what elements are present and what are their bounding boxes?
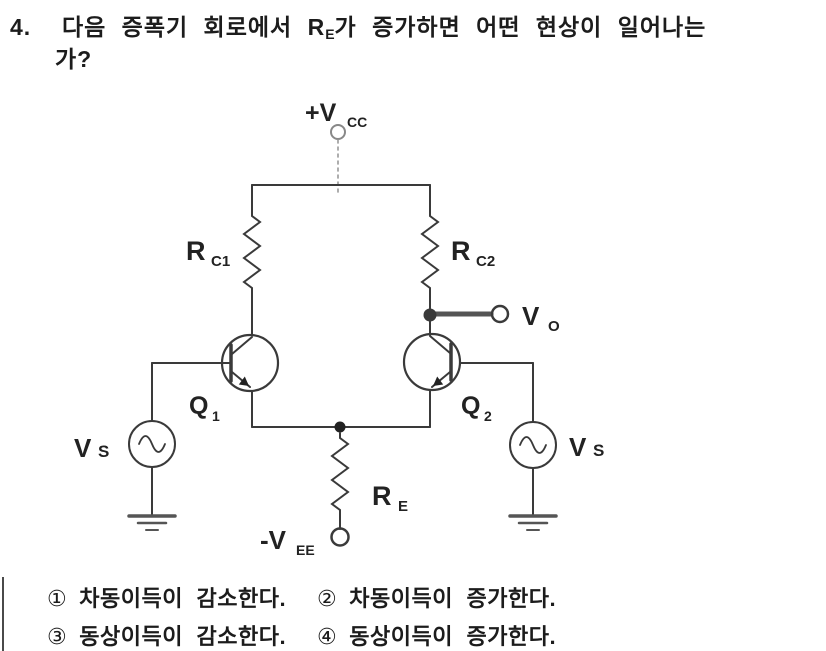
vs-right-sine-icon bbox=[519, 436, 547, 454]
question-re-subscript: E bbox=[325, 26, 335, 42]
label-vo-sub: O bbox=[548, 318, 560, 335]
resistor-re bbox=[330, 432, 350, 523]
option-4-number: ④ bbox=[317, 624, 338, 649]
vcc-terminal bbox=[330, 124, 346, 140]
question-text-pre: 다음 증폭기 회로에서 R bbox=[61, 14, 326, 40]
q2-collector-stroke bbox=[429, 335, 451, 354]
label-q1-sub: 1 bbox=[212, 408, 220, 424]
label-q1: Q bbox=[189, 392, 208, 420]
resistor-rc2 bbox=[420, 210, 440, 292]
label-vee: -V bbox=[260, 525, 287, 555]
label-vs-right-sub: S bbox=[593, 441, 604, 460]
label-re: R bbox=[372, 481, 392, 511]
question-text-post: 가 증가하면 어떤 현상이 일어나는 bbox=[334, 14, 707, 40]
label-vs-left-sub: S bbox=[98, 442, 109, 461]
vo-junction-dot bbox=[423, 308, 437, 322]
q1-collector-stroke bbox=[231, 336, 253, 355]
label-q2-sub: 2 bbox=[484, 408, 492, 424]
option-1-number: ① bbox=[47, 586, 68, 611]
option-1-text: 차동이득이 감소한다. bbox=[79, 586, 287, 611]
option-2-text: 차동이득이 증가한다. bbox=[349, 586, 557, 611]
ground-left-icon bbox=[127, 514, 177, 531]
emitter-junction-dot bbox=[334, 421, 346, 433]
vs-left-sine-icon bbox=[138, 435, 166, 453]
ground-right-icon bbox=[508, 514, 558, 531]
question-line-1: 4. 다음 증폭기 회로에서 RE가 증가하면 어떤 현상이 일어나는 bbox=[10, 8, 706, 42]
label-vo: V bbox=[522, 301, 540, 331]
label-vcc: +V bbox=[305, 99, 337, 127]
vee-terminal bbox=[330, 527, 350, 547]
question-number: 4. bbox=[10, 14, 32, 40]
resistor-rc1 bbox=[242, 210, 262, 292]
option-3: ③ 동상이득이 감소한다. bbox=[47, 619, 286, 651]
differential-amplifier-schematic: +V CC R C1 R C2 V O Q 1 Q 2 V S V S R E … bbox=[74, 99, 604, 558]
question-line-2: 가? bbox=[55, 40, 92, 74]
option-4: ④ 동상이득이 증가한다. bbox=[317, 619, 556, 651]
page-left-rule bbox=[2, 577, 4, 651]
option-3-number: ③ bbox=[47, 624, 68, 649]
label-rc1-sub: C1 bbox=[211, 253, 230, 270]
q2-emitter-arrow bbox=[433, 376, 444, 386]
question-line-2-text: 가? bbox=[55, 46, 93, 72]
circuit-diagram: +V CC R C1 R C2 V O Q 1 Q 2 V S V S R E … bbox=[60, 85, 620, 560]
label-rc2: R bbox=[451, 236, 471, 266]
label-q2: Q bbox=[461, 392, 480, 420]
option-2: ② 차동이득이 증가한다. bbox=[317, 581, 556, 613]
vo-terminal bbox=[490, 304, 510, 324]
option-2-number: ② bbox=[317, 586, 338, 611]
transistor-q1 bbox=[151, 333, 280, 428]
label-vcc-sub: CC bbox=[347, 114, 367, 130]
option-4-text: 동상이득이 증가한다. bbox=[349, 624, 557, 649]
q1-emitter-arrow bbox=[238, 376, 249, 386]
label-vee-sub: EE bbox=[296, 542, 315, 558]
label-vs-right: V bbox=[569, 432, 587, 462]
label-rc2-sub: C2 bbox=[476, 253, 495, 270]
option-3-text: 동상이득이 감소한다. bbox=[79, 624, 287, 649]
transistor-q2 bbox=[402, 332, 534, 428]
label-vs-left: V bbox=[74, 433, 92, 463]
label-rc1: R bbox=[186, 236, 206, 266]
label-re-sub: E bbox=[398, 498, 408, 515]
option-1: ① 차동이득이 감소한다. bbox=[47, 581, 286, 613]
